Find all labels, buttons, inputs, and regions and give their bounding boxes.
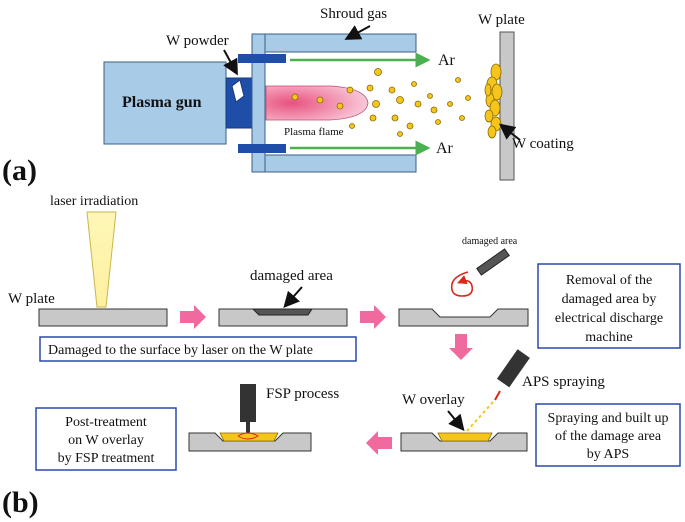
fsp-stir-mark: [237, 432, 259, 440]
plasma-flame-label: Plasma flame: [284, 126, 344, 138]
fsp-tool: [240, 384, 256, 422]
damaged-area-pointer: [283, 286, 303, 308]
shroud-gas-label: Shroud gas: [320, 6, 387, 22]
w-overlay-label: W overlay: [402, 392, 465, 408]
powder-feed: [231, 79, 245, 103]
w-plate-a: [499, 31, 515, 181]
laser-beam: [86, 211, 117, 308]
plasma-flame: [265, 85, 369, 121]
process-arrow-down: [449, 334, 473, 360]
box-edm-line-2: damaged area by: [562, 292, 657, 307]
box-edm-text: Removal of the damaged area by electrica…: [555, 273, 663, 345]
shroud-bottom: [264, 154, 417, 173]
w-plate-step4: [400, 432, 528, 452]
part-a-thermal-spray: Plasma gun Plasma flame Ar Ar: [2, 6, 574, 187]
box-fsp-line-3: by FSP treatment: [58, 451, 155, 466]
aps-spraying-label: APS spraying: [522, 374, 605, 390]
ar-label-bottom: Ar: [436, 140, 454, 157]
part-b-repair-process: laser irradiation W plate damaged area d…: [2, 194, 681, 519]
aps-nozzle: [494, 349, 530, 401]
process-arrow-2: [360, 305, 386, 329]
w-powder-pointer: [223, 49, 238, 76]
box-aps-line-3: by APS: [587, 447, 629, 462]
w-coating-splats: [484, 63, 503, 139]
damaged-area-patch: [251, 308, 313, 316]
ar-label-top: Ar: [438, 52, 456, 69]
box-fsp-line-1: Post-treatment: [65, 415, 147, 430]
box-aps-line-2: of the damage area: [555, 429, 662, 444]
box-edm-line-4: machine: [585, 330, 632, 345]
w-particles: [291, 68, 471, 137]
w-plate-b-label: W plate: [8, 291, 55, 307]
box-laser: [39, 336, 357, 362]
process-arrow-left: [366, 431, 392, 455]
w-plate-step1: [38, 308, 168, 327]
front-wall: [251, 33, 266, 173]
plasma-gun-body: [103, 61, 227, 145]
fsp-process-label: FSP process: [266, 386, 339, 402]
box-laser-text: Damaged to the surface by laser on the W…: [48, 343, 313, 358]
fsp-pin: [246, 422, 250, 434]
plasma-gun-label: Plasma gun: [122, 94, 202, 111]
part-b-tag: (b): [2, 486, 39, 519]
w-overlay-fill: [437, 432, 493, 442]
gas-inlet-top: [238, 54, 286, 63]
process-arrow-1: [180, 305, 206, 329]
fsp-overlay-fill: [219, 432, 279, 442]
w-plate-a-label: W plate: [478, 12, 525, 28]
box-fsp: [35, 407, 177, 471]
box-aps-text: Spraying and built up of the damage area…: [548, 411, 669, 462]
box-aps-line-1: Spraying and built up: [548, 411, 669, 426]
w-plate-step5: [188, 432, 312, 452]
laser-irradiation-label: laser irradiation: [50, 194, 138, 209]
box-fsp-text: Post-treatment on W overlay by FSP treat…: [58, 415, 155, 466]
part-a-tag: (a): [2, 154, 37, 187]
box-fsp-line-2: on W overlay: [68, 433, 144, 448]
box-edm-line-3: electrical discharge: [555, 311, 663, 326]
shroud-top: [264, 33, 417, 53]
damaged-area-small-label: damaged area: [462, 236, 518, 247]
w-overlay-pointer: [447, 410, 465, 432]
box-edm: [537, 263, 681, 349]
w-powder-label: W powder: [166, 33, 229, 49]
removed-chip: [476, 248, 510, 276]
removal-swirl: [450, 271, 474, 297]
box-edm-line-1: Removal of the: [566, 273, 652, 288]
w-coating-label: W coating: [512, 136, 574, 152]
aps-spray-stream: [465, 401, 494, 433]
w-plate-step3: [398, 308, 529, 327]
shroud-gas-pointer: [344, 25, 371, 40]
gas-inlet-bottom: [238, 144, 286, 153]
w-coating-pointer: [498, 123, 521, 141]
damaged-area-label: damaged area: [250, 268, 333, 284]
box-aps: [535, 403, 681, 467]
